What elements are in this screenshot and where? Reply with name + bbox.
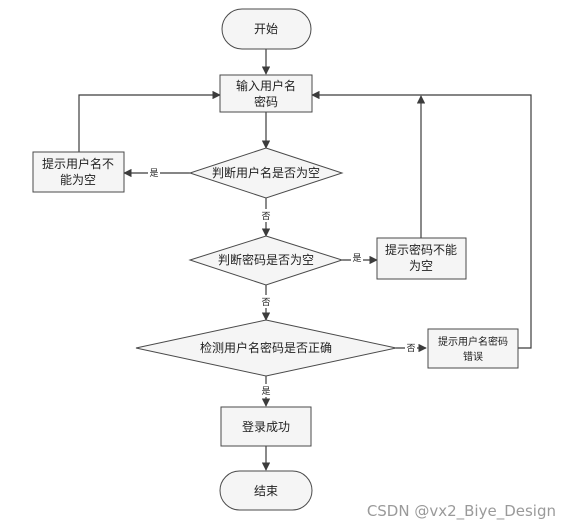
edge-labels: 是 否 是 否 否 是 <box>148 166 417 397</box>
node-password-empty: 提示密码不能 为空 <box>376 237 467 280</box>
node-input-label-2: 密码 <box>254 94 278 109</box>
edge-label-username-yes: 是 <box>149 168 158 179</box>
node-username-empty-label-1: 提示用户名不 <box>42 156 114 171</box>
node-check-username-label: 判断用户名是否为空 <box>212 165 320 180</box>
node-check-password: 判断密码是否为空 <box>188 235 344 286</box>
node-verify-label: 检测用户名密码是否正确 <box>200 340 332 355</box>
node-start-label: 开始 <box>254 22 278 36</box>
node-verify: 检测用户名密码是否正确 <box>135 319 397 377</box>
edge-wrong-back <box>311 90 532 349</box>
edges <box>78 49 532 471</box>
node-wrong-label-1: 提示用户名密码 <box>438 335 508 348</box>
node-wrong-label-2: 错误 <box>463 350 483 363</box>
edge-label-verify-no: 否 <box>406 343 415 354</box>
node-input: 输入用户名 密码 <box>219 74 313 113</box>
node-check-password-label: 判断密码是否为空 <box>218 252 314 267</box>
node-username-empty-label-2: 能为空 <box>60 173 96 187</box>
node-password-empty-label-1: 提示密码不能 <box>385 242 457 257</box>
node-password-empty-label-2: 为空 <box>409 259 433 273</box>
node-start: 开始 <box>221 8 312 50</box>
edge-username-empty-back <box>78 90 221 152</box>
node-success-label: 登录成功 <box>242 419 290 434</box>
edge-label-password-yes: 是 <box>352 253 361 264</box>
node-input-label-1: 输入用户名 <box>236 78 296 93</box>
edge-label-username-no: 否 <box>261 211 270 222</box>
watermark: CSDN @vx2_Biye_Design <box>367 502 556 521</box>
node-end-label: 结束 <box>254 484 278 498</box>
node-wrong: 提示用户名密码 错误 <box>427 328 519 369</box>
node-end: 结束 <box>219 470 313 511</box>
node-check-username: 判断用户名是否为空 <box>188 147 344 199</box>
node-username-empty: 提示用户名不 能为空 <box>32 151 125 193</box>
edge-label-password-no: 否 <box>261 297 270 308</box>
node-success: 登录成功 <box>220 406 312 447</box>
edge-label-verify-yes: 是 <box>261 386 270 397</box>
